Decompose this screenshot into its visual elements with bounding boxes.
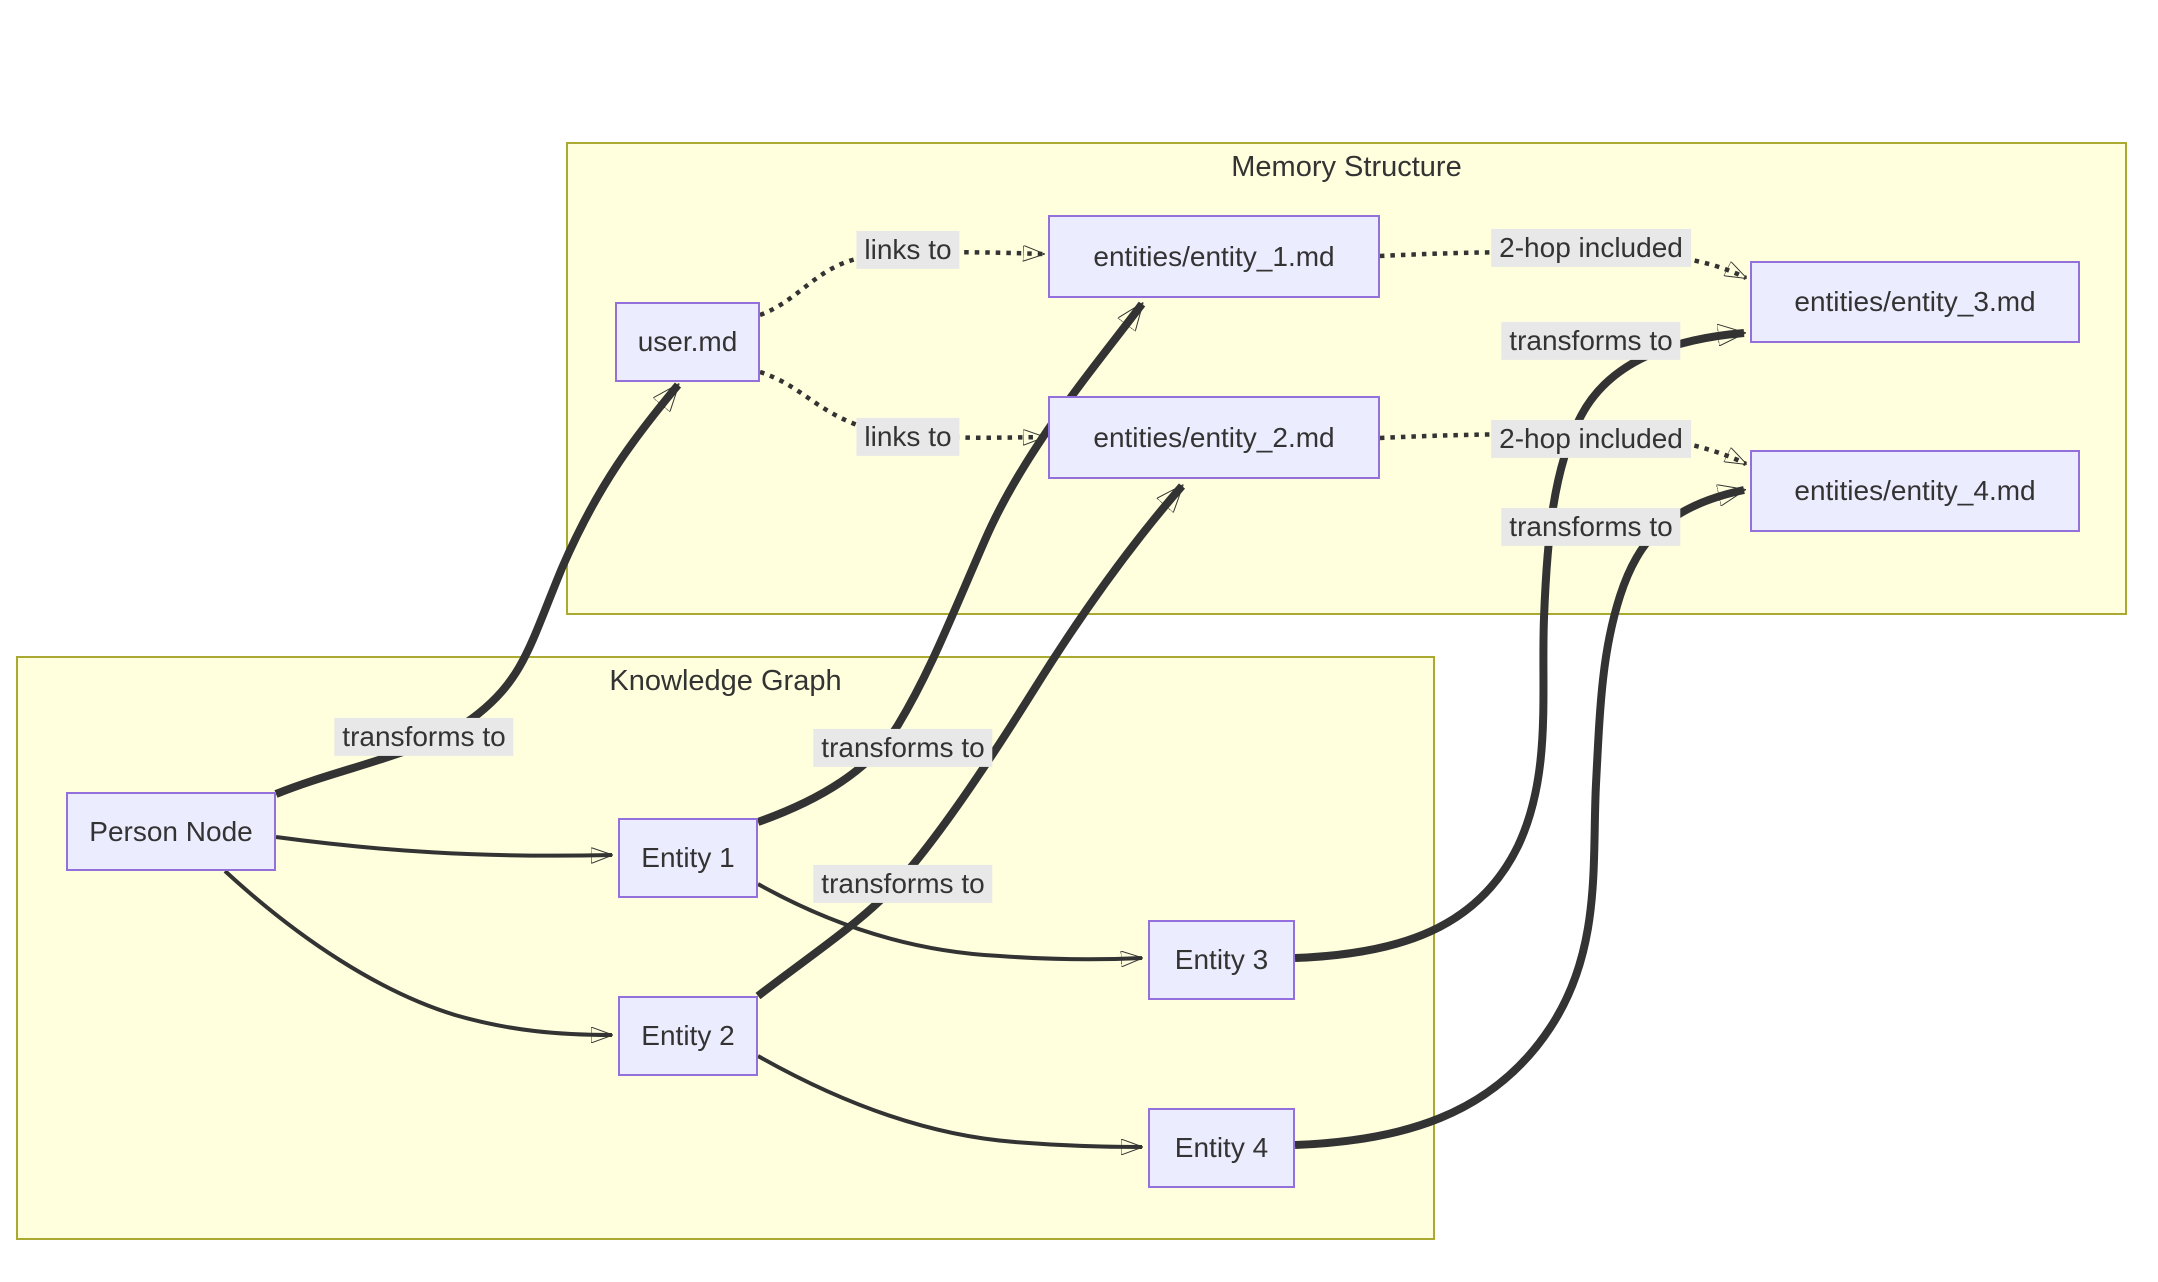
edge-label-transforms-to-entity2md: transforms to — [813, 864, 993, 904]
edge-label-transforms-to-entity3md: transforms to — [1501, 321, 1681, 361]
edge-label-transforms-to-entity4md: transforms to — [1501, 507, 1681, 547]
node-entity-2: Entity 2 — [618, 996, 758, 1076]
edge-entity1-to-entity3 — [757, 882, 1142, 959]
edge-entity4-transforms-entity4md — [1294, 490, 1744, 1149]
node-entity-1: Entity 1 — [618, 818, 758, 898]
edge-entity3-transforms-entity3md — [1294, 333, 1744, 962]
edge-label-2hop-included-1: 2-hop included — [1491, 228, 1691, 268]
edge-person-transforms-user — [274, 385, 682, 798]
edge-label-transforms-to-entity1md: transforms to — [813, 728, 993, 768]
node-user-md: user.md — [615, 302, 760, 382]
edge-label-transforms-to-user: transforms to — [334, 717, 514, 757]
node-entities-entity2-md: entities/entity_2.md — [1048, 396, 1380, 479]
cluster-title-knowledge-graph: Knowledge Graph — [609, 665, 842, 697]
node-entities-entity3-md: entities/entity_3.md — [1750, 261, 2080, 343]
node-entity-3: Entity 3 — [1148, 920, 1295, 1000]
edge-person-to-entity2 — [223, 869, 612, 1035]
edge-label-links-to-1: links to — [856, 230, 960, 270]
node-person-node: Person Node — [66, 792, 276, 871]
edge-entity2-to-entity4 — [757, 1054, 1142, 1147]
edge-label-2hop-included-2: 2-hop included — [1491, 419, 1691, 459]
node-entities-entity1-md: entities/entity_1.md — [1048, 215, 1380, 298]
edge-entity2-transforms-entity2md — [755, 483, 1186, 1000]
edge-label-links-to-2: links to — [856, 417, 960, 457]
node-entity-4: Entity 4 — [1148, 1108, 1295, 1188]
node-entities-entity4-md: entities/entity_4.md — [1750, 450, 2080, 532]
edge-person-to-entity1 — [275, 835, 612, 856]
cluster-title-memory-structure: Memory Structure — [1231, 151, 1462, 183]
